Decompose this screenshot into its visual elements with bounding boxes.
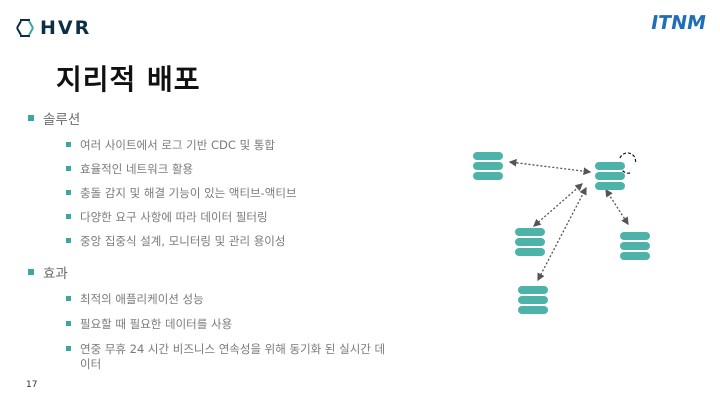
link-line — [508, 158, 592, 176]
section-label: 효과 — [43, 266, 68, 282]
link-line — [537, 186, 587, 282]
link-line — [533, 183, 583, 227]
link-line — [605, 188, 629, 226]
database-icon — [518, 286, 548, 314]
list-item: 여러 사이트에서 로그 기반 CDC 및 통합 — [66, 138, 275, 153]
list-item: 최적의 애플리케이션 성능 — [66, 292, 204, 307]
sync-icon — [619, 152, 637, 174]
hvr-logo: HVR — [14, 16, 91, 40]
section-effect: 효과 — [28, 262, 68, 282]
database-icon — [620, 232, 650, 260]
itnm-logo: ITNM — [649, 12, 708, 34]
database-icon — [515, 228, 545, 256]
bullet-icon — [66, 166, 71, 171]
bullet-icon — [66, 190, 71, 195]
database-icon — [473, 152, 503, 180]
section-label: 솔루션 — [43, 112, 81, 128]
list-item: 충돌 감지 및 해결 기능이 있는 액티브-액티브 — [66, 186, 297, 201]
hvr-logo-icon — [16, 19, 34, 37]
section-solution: 솔루션 — [28, 108, 80, 128]
list-item: 필요할 때 필요한 데이터를 사용 — [66, 317, 232, 332]
bullet-icon — [28, 269, 34, 275]
bullet-icon — [66, 214, 71, 219]
bullet-icon — [66, 321, 71, 326]
list-item: 효율적인 네트워크 활용 — [66, 162, 193, 177]
page-title: 지리적 배포 — [56, 63, 201, 96]
bullet-icon — [66, 296, 71, 301]
bullet-icon — [66, 346, 71, 351]
bullet-icon — [28, 115, 34, 121]
database-icon — [595, 162, 625, 190]
replication-diagram — [473, 152, 650, 314]
list-item: 다양한 요구 사항에 따라 데이터 필터링 — [66, 210, 268, 225]
hvr-logo-text: HVR — [40, 17, 92, 39]
list-item: 중앙 집중식 설계, 모니터링 및 관리 용이성 — [66, 234, 285, 249]
bullet-icon — [66, 142, 71, 147]
page-number: 17 — [26, 380, 38, 390]
list-item: 연중 무휴 24 시간 비즈니스 연속성을 위해 동기화 된 실시간 데이터 — [66, 342, 396, 372]
bullet-icon — [66, 238, 71, 243]
